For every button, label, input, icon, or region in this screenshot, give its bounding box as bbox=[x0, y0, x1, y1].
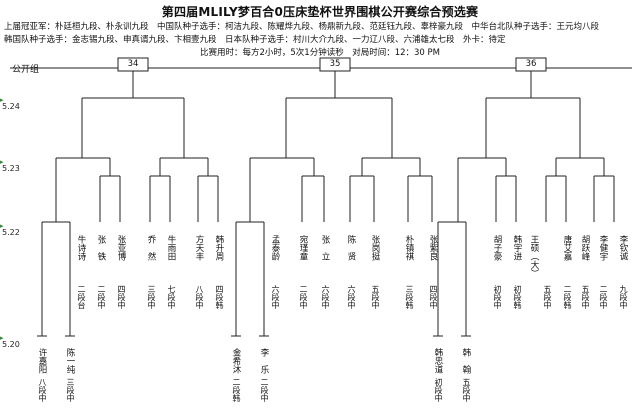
player-name: 韩 翰 bbox=[461, 348, 471, 374]
player-rank: 二段中 bbox=[599, 285, 608, 309]
player-name: 李钦诚 bbox=[618, 235, 628, 261]
player-rank: 三段中 bbox=[147, 285, 156, 309]
page-title: 第四届MLILY梦百合0压床垫杯世界围棋公开赛综合预选赛 bbox=[161, 5, 479, 19]
player-rank: 四段中 bbox=[429, 285, 438, 309]
player-rank: 二段中 bbox=[97, 285, 106, 309]
info-line-2: 韩国队种子选手：金志锡九段、申真谞九段、卞相壹九段 日本队种子选手：村川大介九段… bbox=[4, 35, 506, 45]
player-name: 李 乐 bbox=[259, 348, 269, 374]
player-rank: 初段韩 bbox=[513, 285, 522, 309]
date-label: 5.23 bbox=[2, 164, 20, 173]
player-name: 李健宇 bbox=[598, 235, 608, 261]
bracket-number: 36 bbox=[525, 59, 537, 69]
player-name: 胡子豪 bbox=[492, 235, 502, 261]
player-rank: 初段中 bbox=[434, 378, 443, 402]
player-name: 韩宇进 bbox=[512, 235, 522, 261]
player-name: 张 铁 bbox=[96, 235, 106, 261]
player-name: 陈一纯 bbox=[65, 348, 75, 374]
player-name: 朴镇祺 bbox=[404, 235, 414, 261]
time-line: 比赛用时：每方2小时，5次1分钟读秒 对局时间：12：30 PM bbox=[199, 48, 441, 58]
player-rank: 六段中 bbox=[271, 285, 280, 309]
date-label: 5.20 bbox=[2, 340, 20, 349]
info-line-1: 上届冠亚军：朴廷桓九段、朴永训九段 中国队种子选手：柯洁九段、陈耀烨九段、杨鼎新… bbox=[4, 22, 600, 32]
date-label: 5.22 bbox=[2, 228, 20, 237]
group-label: 公开组 bbox=[12, 65, 40, 75]
player-rank: 六段中 bbox=[347, 285, 356, 309]
player-rank: 二段台 bbox=[77, 285, 86, 309]
player-rank: 二段韩 bbox=[563, 285, 572, 309]
player-rank: 九段中 bbox=[619, 285, 628, 309]
date-tick: ▸ bbox=[0, 222, 4, 230]
player-name: 唐艾嘉 bbox=[562, 235, 572, 261]
player-rank: 八段中 bbox=[195, 285, 204, 309]
date-tick: ▸ bbox=[0, 96, 4, 104]
player-rank: 三段中 bbox=[66, 378, 75, 402]
player-name: 许嘉阳 bbox=[37, 348, 47, 374]
player-name: 牛雨田 bbox=[166, 235, 176, 261]
player-rank: 五段中 bbox=[371, 285, 380, 309]
player-name: 张紫良 bbox=[428, 235, 438, 261]
player-rank: 三段韩 bbox=[405, 285, 414, 309]
player-rank: 六段中 bbox=[321, 285, 330, 309]
date-tick: ▸ bbox=[0, 334, 4, 342]
date-label: 5.24 bbox=[2, 102, 20, 111]
player-name: 韩忠道 bbox=[433, 348, 443, 374]
player-name: 张 立 bbox=[320, 235, 330, 261]
player-name: 乔 然 bbox=[146, 235, 156, 261]
player-rank: 初段中 bbox=[493, 285, 502, 309]
player-rank: 四段韩 bbox=[215, 285, 224, 309]
player-rank: 二段中 bbox=[260, 378, 269, 402]
player-name: 陈 贤 bbox=[346, 235, 356, 261]
player-name: 胡跃峰 bbox=[580, 235, 590, 261]
player-rank: 四段中 bbox=[117, 285, 126, 309]
bracket-number: 34 bbox=[127, 59, 139, 69]
bracket-number: 35 bbox=[329, 59, 341, 69]
player-rank: 五段中 bbox=[462, 378, 471, 402]
date-tick: ▸ bbox=[0, 158, 4, 166]
player-name: 王硕（大） bbox=[529, 235, 539, 278]
player-name: 金希沐 bbox=[231, 348, 241, 374]
player-rank: 五段中 bbox=[543, 285, 552, 309]
player-name: 方天丰 bbox=[194, 235, 204, 261]
player-name: 孟泰龄 bbox=[270, 235, 280, 261]
player-name: 牛诗诗 bbox=[76, 235, 86, 261]
player-rank: 二段韩 bbox=[232, 378, 241, 402]
player-rank: 七段中 bbox=[167, 285, 176, 309]
player-rank: 二段中 bbox=[299, 285, 308, 309]
player-name: 张岗挺 bbox=[370, 235, 380, 261]
player-name: 张亚博 bbox=[116, 235, 126, 261]
player-rank: 八段中 bbox=[38, 378, 47, 402]
player-name: 韩升周 bbox=[214, 235, 224, 261]
player-name: 宛瑾童 bbox=[298, 235, 308, 261]
player-rank: 五段中 bbox=[581, 285, 590, 309]
